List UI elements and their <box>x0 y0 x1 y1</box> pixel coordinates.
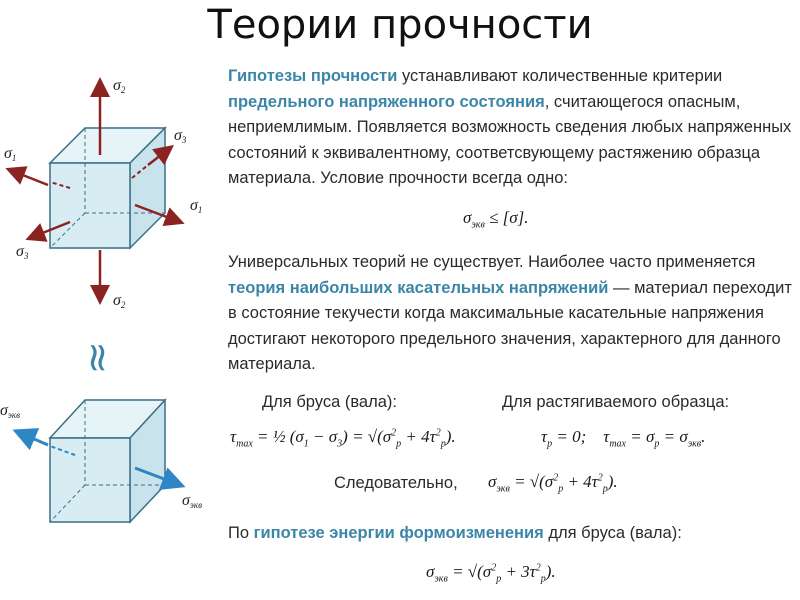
page-title: Теории прочности <box>207 2 593 48</box>
equiv-stress-mises-formula: σэкв = √(σ2p + 3τ2p). <box>426 562 556 585</box>
term-strength-hypotheses: Гипотезы прочности <box>228 67 398 85</box>
equiv-stress-tresca-formula: σэкв = √(σ2p + 4τ2p). <box>488 472 618 495</box>
sigma2-bottom-label: σ2 <box>113 292 126 310</box>
therefore-label: Следовательно, <box>334 474 458 492</box>
tau-max-formula: τmax = ½ (σ1 − σ3) = √(σ2p + 4τ2p). <box>230 427 456 450</box>
term-max-shear-theory: теория наибольших касательных напряжений <box>228 278 609 297</box>
term-limit-state: предельного напряженного состояния <box>228 92 545 111</box>
sigma3-down-arrow <box>25 220 71 242</box>
sigma3-up-arrow <box>147 144 174 166</box>
sigma1-right-arrow <box>134 203 185 227</box>
specimen-label: Для растягиваемого образца: <box>502 393 730 411</box>
stress-cube-figure: σ2 σ3 σ1 σ1 σ3 σ2 ≈ σэкв σэкв <box>0 77 202 524</box>
equiv-right-arrow <box>134 466 186 490</box>
max-shear-paragraph: Универсальных теорий не существует. Наиб… <box>228 253 792 373</box>
intro-paragraph: Гипотезы прочности устанавливают количес… <box>228 67 792 187</box>
equivalence-symbol: ≈ <box>75 341 121 375</box>
equiv-right-label: σэкв <box>182 492 202 510</box>
sigma1-right-label: σ1 <box>190 197 202 215</box>
distortion-energy-paragraph: По гипотезе энергии формоизменения для б… <box>228 524 682 542</box>
specimen-formula: τp = 0; τmax = σp = σэкв. <box>541 427 706 450</box>
term-distortion-energy: гипотезе энергии формоизменения <box>253 524 544 542</box>
equiv-left-arrow <box>12 428 49 451</box>
equivalent-stress-cube <box>48 398 167 524</box>
beam-label: Для бруса (вала): <box>262 393 397 411</box>
sigma2-top-label: σ2 <box>113 77 126 95</box>
principal-stress-cube <box>48 126 167 250</box>
sigma3-top-label: σ3 <box>174 127 187 145</box>
sigma1-left-label: σ1 <box>4 145 16 163</box>
strength-condition-formula: σэкв ≤ [σ]. <box>463 208 529 231</box>
equiv-left-label: σэкв <box>0 402 20 420</box>
sigma3-bottom-label: σ3 <box>16 243 29 261</box>
sigma1-left-arrow <box>5 166 49 187</box>
